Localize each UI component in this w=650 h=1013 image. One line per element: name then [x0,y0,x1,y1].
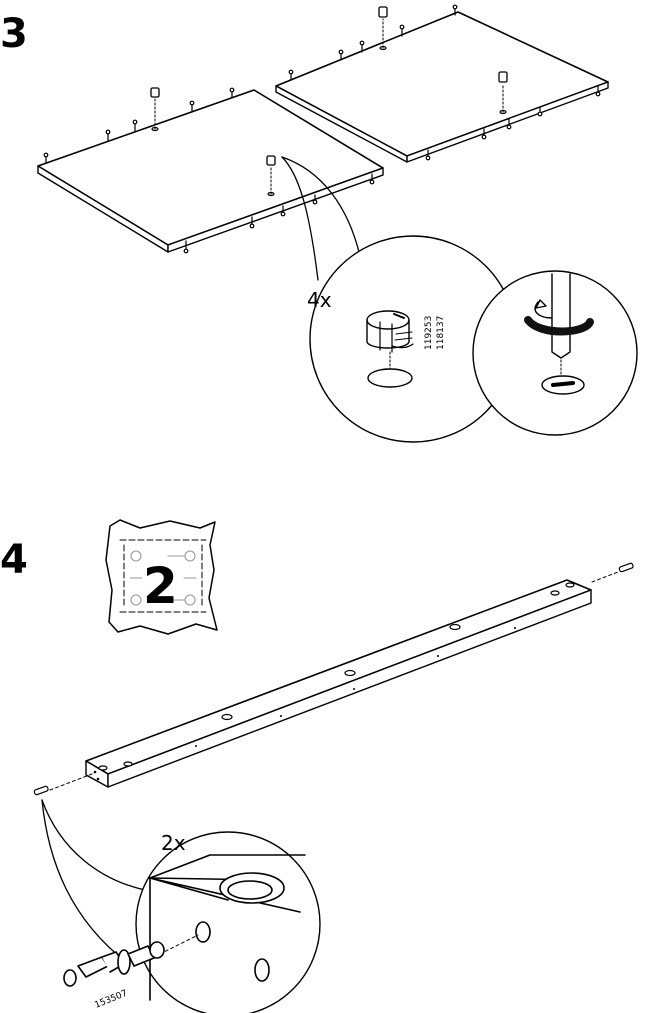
detail-circle-screwdriver [472,270,638,436]
left-panel [37,87,384,254]
dowel-part-code: 153507 [93,989,129,1011]
right-panel [275,4,609,163]
part-code-2: 118137 [436,316,446,350]
detail-circle-dowel [135,831,321,1013]
rail [85,579,592,788]
step-number-4: 4 [0,537,28,583]
quantity-label-step4: 2x [161,831,186,855]
step-number-3: 3 [0,11,28,57]
hardware-bag-icon [105,519,218,635]
bag-number: 2 [143,557,178,615]
part-code-1: 119253 [424,316,434,350]
quantity-label-step3: 4x [307,288,332,312]
